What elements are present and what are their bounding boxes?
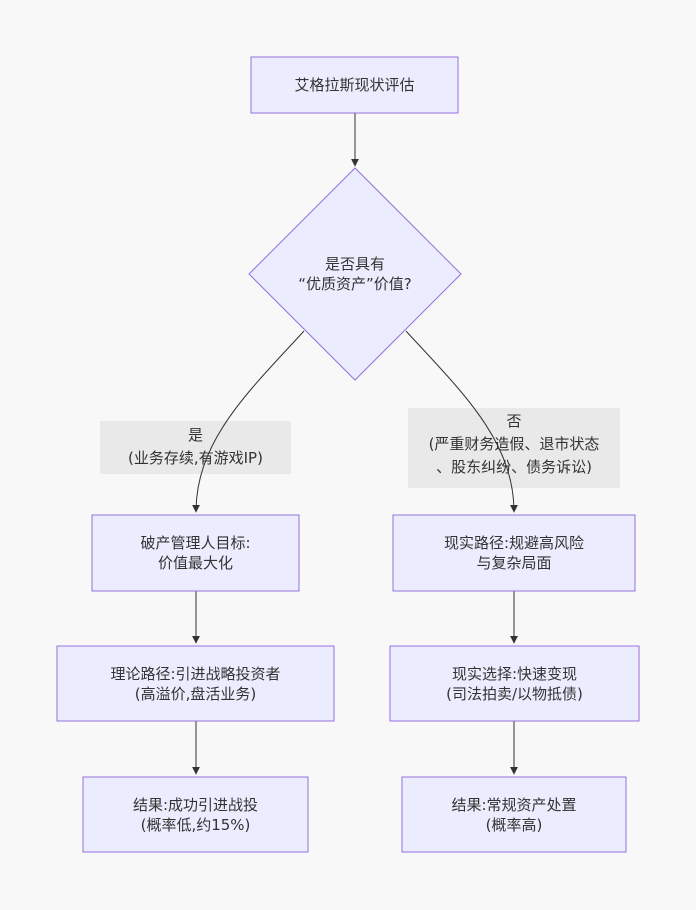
node-decision-label: 是否具有 “优质资产”价值? bbox=[298, 255, 412, 293]
node-yes-goal-box bbox=[91, 514, 300, 592]
node-yes-result-box bbox=[82, 776, 309, 853]
edge-label-yes: 是 (业务存续,有游戏IP) bbox=[128, 426, 263, 467]
node-yes-result-label: 结果:成功引进战投 (概率低,约15%) bbox=[132, 795, 259, 834]
node-no-result-box bbox=[401, 776, 627, 853]
node-no-path-label: 现实路径:规避高风险 与复杂局面 bbox=[443, 534, 585, 572]
node-decision-diamond bbox=[248, 167, 462, 381]
edge-label-no: 否 (严重财务造假、退市状态 、股东纠纷、债务诉讼) bbox=[428, 412, 600, 476]
node-yes-goal-label: 破产管理人目标: 价值最大化 bbox=[140, 534, 251, 572]
edge-label-bg-yes bbox=[100, 421, 291, 474]
edge-label-bg-no bbox=[408, 408, 620, 488]
node-yes-path-box bbox=[56, 645, 335, 722]
node-start-label: 艾格拉斯现状评估 bbox=[294, 76, 415, 94]
node-no-choice-box bbox=[389, 645, 640, 722]
node-no-result-label: 结果:常规资产处置 (概率高) bbox=[451, 795, 577, 834]
node-start-box bbox=[250, 56, 459, 114]
node-no-path-box bbox=[392, 514, 636, 592]
node-yes-path-label: 理论路径:引进战略投资者 (高溢价,盘活业务) bbox=[110, 664, 281, 703]
edge-decision-yes bbox=[192, 330, 305, 513]
edge-decision-no bbox=[405, 330, 518, 513]
node-no-choice-label: 现实选择:快速变现 (司法拍卖/以物抵债) bbox=[446, 664, 583, 703]
